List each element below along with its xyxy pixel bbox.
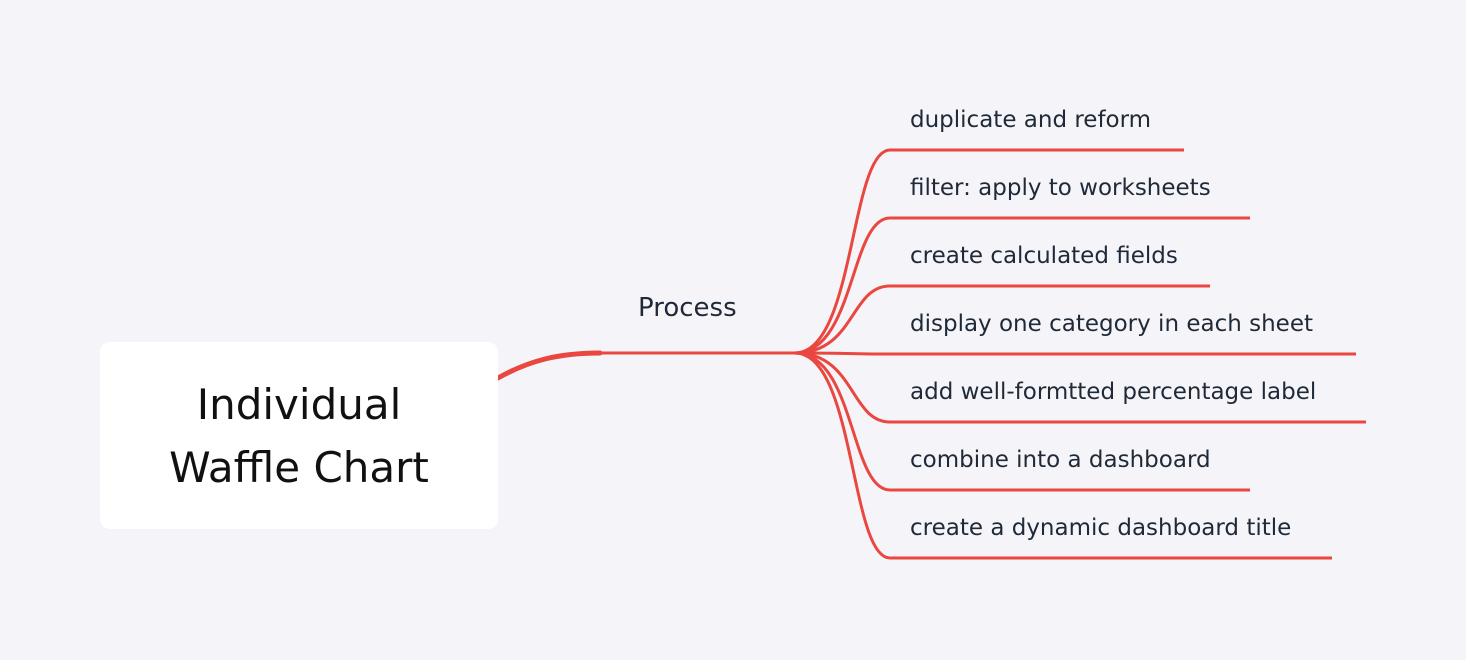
root-topic-line-1: Individual (196, 379, 402, 429)
root-topic-text: Individual Waffle Chart (169, 373, 429, 499)
leaf-topic-4[interactable]: display one category in each sheet (910, 311, 1313, 337)
leaf-connector-5 (794, 351, 1366, 424)
root-to-process-connector (495, 350, 603, 381)
leaf-connector-3 (794, 284, 1210, 355)
leaf-connector-7 (794, 351, 1332, 560)
leaf-connectors (794, 148, 1366, 560)
leaf-connector-6 (794, 351, 1250, 492)
leaf-topic-2[interactable]: filter: apply to worksheets (910, 175, 1211, 201)
leaf-topic-3[interactable]: create calculated fields (910, 243, 1178, 269)
leaf-connector-2 (794, 216, 1250, 355)
leaf-connector-4 (794, 351, 1356, 356)
leaf-connector-1 (794, 148, 1184, 355)
leaf-topic-5[interactable]: add well-formtted percentage label (910, 379, 1317, 405)
leaf-topic-7[interactable]: create a dynamic dashboard title (910, 515, 1292, 541)
leaf-topic-1[interactable]: duplicate and reform (910, 107, 1152, 133)
root-topic-node[interactable]: Individual Waffle Chart (100, 342, 498, 529)
branch-topic-process[interactable]: Process (638, 293, 737, 323)
leaf-topic-6[interactable]: combine into a dashboard (910, 447, 1211, 473)
root-topic-line-2: Waffle Chart (169, 442, 429, 492)
